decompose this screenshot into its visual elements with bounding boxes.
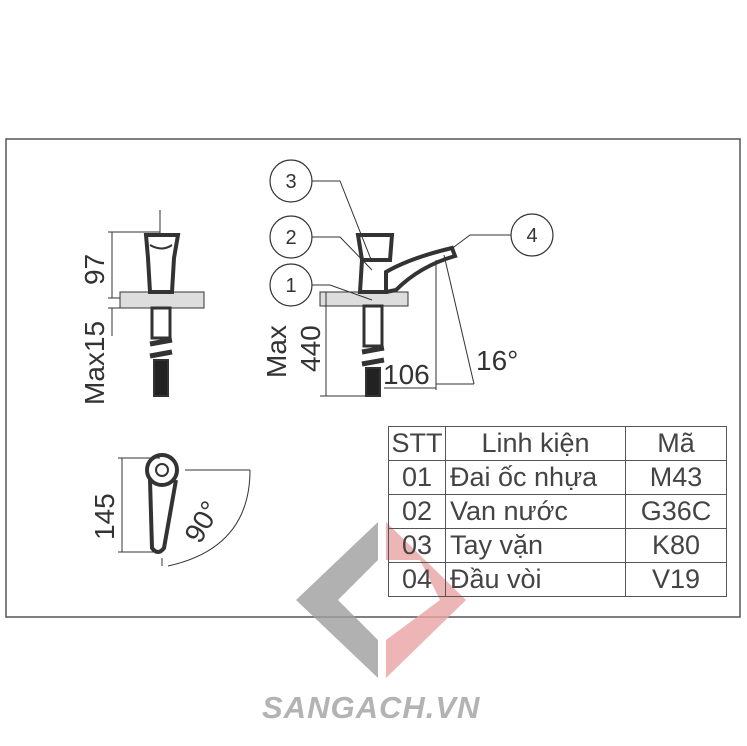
side-view: [108, 210, 205, 397]
cell-stt: 03: [388, 528, 446, 563]
cell-code: V19: [625, 562, 727, 597]
callout-3-label: 3: [285, 171, 296, 193]
table-row: 02 Van nước G36C: [388, 494, 727, 529]
callout-4-label: 4: [526, 225, 537, 247]
table-header-row: STT Linh kiện Mã: [388, 426, 727, 461]
cell-code: K80: [625, 528, 727, 563]
watermark-text: SANGACH.VN: [262, 690, 481, 725]
dim-top-angle: 90°: [178, 496, 226, 548]
dim-front-angle: 16°: [476, 345, 518, 376]
dim-front-height: 440: [295, 325, 326, 372]
dim-side-height: 97: [79, 254, 110, 285]
sangach-logo-icon: [296, 522, 466, 678]
cell-component: Van nước: [445, 494, 626, 529]
cell-stt: 02: [388, 494, 446, 529]
table-row: 03 Tay vặn K80: [388, 528, 727, 563]
header-stt: STT: [388, 426, 446, 461]
cell-stt: 04: [388, 562, 446, 597]
drawing-frame: [5, 138, 741, 618]
dim-side-max: Max15: [79, 321, 110, 405]
header-code: Mã: [625, 426, 727, 461]
callout-4: 4: [510, 213, 554, 257]
callout-2-label: 2: [285, 227, 296, 249]
callout-3: 3: [269, 159, 313, 203]
front-view: [312, 180, 512, 397]
dim-top-width: 145: [89, 493, 120, 540]
callout-1: 1: [269, 263, 313, 307]
cell-component: Đai ốc nhựa: [445, 460, 626, 495]
table-row: 01 Đai ốc nhựa M43: [388, 460, 727, 495]
header-component: Linh kiện: [445, 426, 626, 461]
callout-1-label: 1: [285, 275, 296, 297]
dim-front-max: Max: [261, 325, 292, 378]
cell-stt: 01: [388, 460, 446, 495]
cell-code: G36C: [625, 494, 727, 529]
table-row: 04 Đầu vòi V19: [388, 562, 727, 597]
callout-2: 2: [269, 215, 313, 259]
parts-table: STT Linh kiện Mã 01 Đai ốc nhựa M43 02 V…: [388, 426, 727, 597]
dim-front-reach: 106: [383, 359, 430, 390]
cell-component: Đầu vòi: [445, 562, 626, 597]
cell-code: M43: [625, 460, 727, 495]
top-view: [118, 453, 251, 567]
cell-component: Tay vặn: [445, 528, 626, 563]
